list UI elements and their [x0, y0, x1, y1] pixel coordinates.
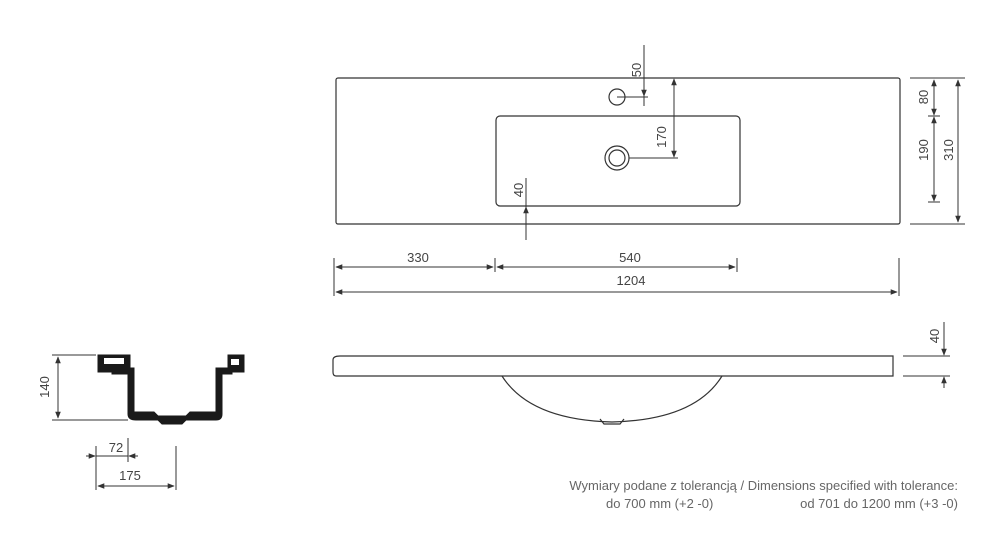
- dim-total-width: 1204: [617, 273, 646, 288]
- dim-side-height: 140: [37, 376, 52, 398]
- dim-wall-offset: 72: [109, 440, 123, 455]
- dim-left-offset: 330: [407, 250, 429, 265]
- top-view: [335, 77, 901, 225]
- tolerance-range-large: od 701 do 1200 mm (+3 -0): [800, 496, 958, 511]
- tolerance-range-small: do 700 mm (+2 -0): [606, 496, 714, 511]
- dim-side-width: 175: [119, 468, 141, 483]
- countertop-outline: [335, 77, 901, 225]
- basin-outline: [495, 115, 741, 207]
- dim-basin-depth: 190: [916, 139, 931, 161]
- front-view: [332, 355, 894, 425]
- front-drain: [599, 418, 625, 425]
- front-bowl: [501, 375, 723, 423]
- dim-front-thickness: 40: [927, 329, 942, 343]
- dim-total-depth: 310: [941, 139, 956, 161]
- dim-basin-width: 540: [619, 250, 641, 265]
- tolerance-note-title: Wymiary podane z tolerancją / Dimensions…: [569, 478, 958, 493]
- drain-inner: [608, 149, 626, 167]
- side-profile: [97, 354, 245, 425]
- dim-basin-front-gap: 40: [511, 183, 526, 197]
- dim-back-ledge: 80: [916, 90, 931, 104]
- side-view: [97, 354, 245, 425]
- front-slab: [332, 355, 894, 377]
- dim-faucet-offset: 50: [629, 63, 644, 77]
- dim-basin-to-drain: 170: [654, 126, 669, 148]
